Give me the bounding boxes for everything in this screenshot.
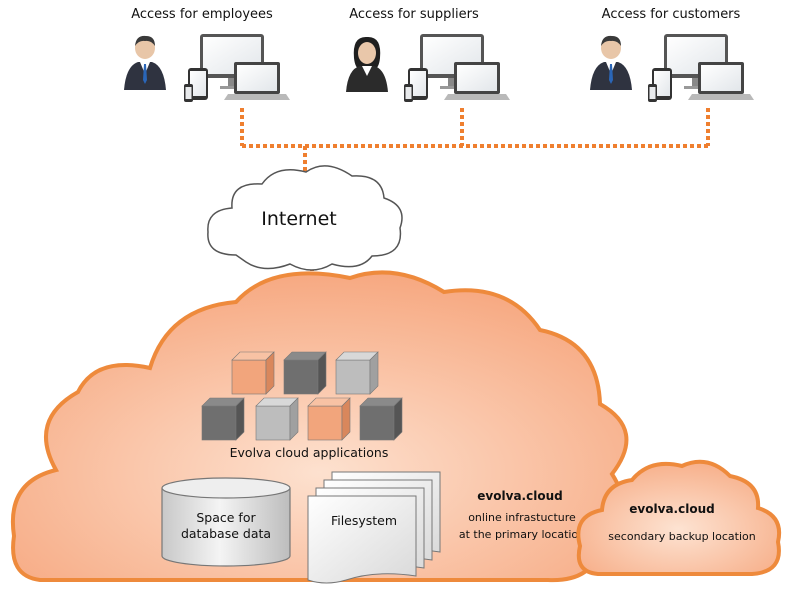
access-group-suppliers: Access for suppliers — [346, 7, 510, 102]
access-suppliers-label: Access for suppliers — [349, 7, 479, 22]
app-cube-dark — [359, 397, 403, 441]
backup-description: secondary backup location — [608, 530, 755, 543]
supplier-devices-icon — [404, 34, 510, 102]
primary-description-line1: online infrastucture — [468, 511, 576, 524]
app-cube-light — [335, 351, 379, 395]
customer-person-icon — [590, 35, 632, 90]
backup-brand: evolva.cloud — [629, 502, 714, 516]
app-cube-dark — [283, 351, 327, 395]
database-label-line2: database data — [181, 526, 271, 541]
application-cubes — [201, 351, 403, 441]
access-group-employees: Access for employees — [124, 7, 290, 102]
filesystem-icon: Filesystem — [307, 471, 441, 584]
access-employees-label: Access for employees — [131, 7, 273, 22]
apps-label: Evolva cloud applications — [230, 445, 389, 460]
primary-description-line2: at the primary location — [459, 528, 585, 541]
employee-devices-icon — [184, 34, 290, 102]
access-group-customers: Access for customers — [590, 7, 754, 102]
backup-cloud: evolva.cloud secondary backup location — [576, 459, 781, 576]
internet-label: Internet — [261, 208, 336, 230]
internet-cloud: Internet — [207, 165, 403, 271]
supplier-person-icon — [346, 36, 388, 92]
database-label-line1: Space for — [196, 510, 256, 525]
app-cube-light — [255, 397, 299, 441]
app-cube-dark — [201, 397, 245, 441]
app-cube-orange — [307, 397, 351, 441]
employee-person-icon — [124, 35, 166, 90]
primary-cloud: Evolva cloud applications Space for data… — [10, 270, 629, 584]
filesystem-label: Filesystem — [331, 513, 397, 528]
app-cube-orange — [231, 351, 275, 395]
customer-devices-icon — [648, 34, 754, 102]
database-icon: Space for database data — [161, 477, 291, 567]
primary-brand: evolva.cloud — [477, 489, 562, 503]
access-customers-label: Access for customers — [602, 7, 741, 22]
